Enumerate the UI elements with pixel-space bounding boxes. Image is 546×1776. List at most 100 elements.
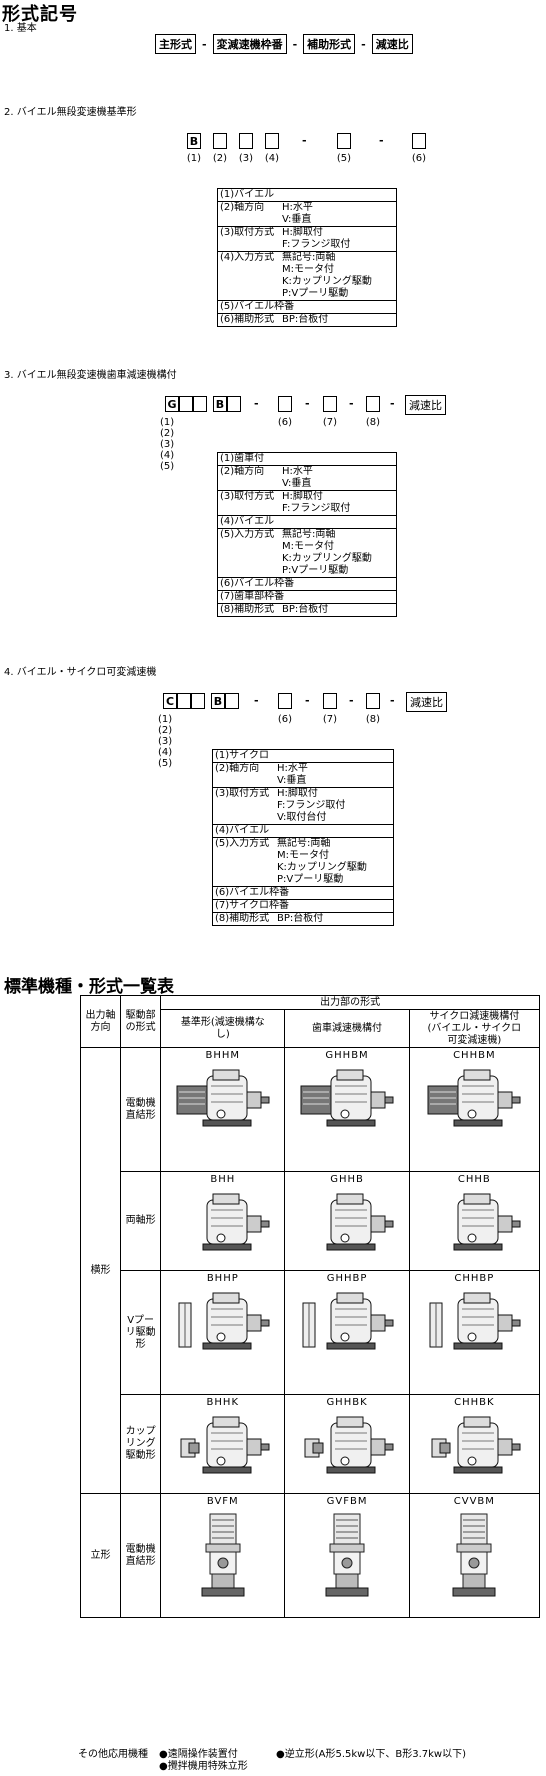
code-cell <box>412 133 426 149</box>
legend-key: (1)歯車付 <box>217 452 397 466</box>
code-label: (2) <box>212 153 228 164</box>
auxiliary-type-box: 補助形式 <box>303 34 356 54</box>
reduction-ratio-box: 減速比 <box>406 692 447 712</box>
footer-item: ●遠隔操作装置付 <box>159 1749 238 1760</box>
legend-row: (6)バイエル枠番 <box>212 886 394 900</box>
model-cell: GHHBK <box>284 1394 410 1494</box>
drive-type-line: カップ <box>125 1426 156 1437</box>
drive-type-line: 駆動形 <box>125 1450 156 1461</box>
horizontal-machine-image <box>326 1193 394 1251</box>
legend-value: V:垂直 <box>282 478 312 489</box>
legend-value: BP:台板付 <box>282 604 329 615</box>
dash: - <box>349 694 354 707</box>
legend-row: (7)歯車部枠番 <box>217 590 397 604</box>
code-cell <box>193 396 207 412</box>
legend-key: (6)補助形式 <box>217 313 280 327</box>
dash: - <box>305 694 310 707</box>
drive-type-line: 直結形 <box>125 1555 156 1567</box>
legend-value: F:フランジ取付 <box>282 239 351 250</box>
model-name: CVVBM <box>453 1496 495 1507</box>
model-name: CHHBP <box>454 1273 495 1284</box>
legend-key: (6)バイエル枠番 <box>212 886 394 900</box>
code-cell <box>366 693 380 709</box>
legend-value: H:脚取付 <box>282 227 323 238</box>
drive-type-line: 電動機 <box>125 1097 156 1109</box>
code-label: (1) <box>186 153 202 164</box>
model-cell: GHHBM <box>284 1047 410 1172</box>
legend-value: M:モータ付 <box>282 541 334 552</box>
standard-models-table: 出力軸方向 駆動部の形式 出力部の形式 基準形(減速機構なし) 歯車減速機構付 … <box>79 995 541 1618</box>
footer-label: その他応用機種 <box>78 1749 148 1760</box>
legend-key: (5)入力方式 <box>217 528 280 578</box>
code-cell <box>239 133 253 149</box>
model-name: BHHK <box>206 1397 240 1408</box>
legend-key: (6)バイエル枠番 <box>217 577 397 591</box>
legend-row: (5)バイエル枠番 <box>217 300 397 314</box>
model-name: GVFBM <box>326 1496 368 1507</box>
legend-key: (4)バイエル <box>217 515 397 529</box>
model-cell: CHHBK <box>408 1394 541 1494</box>
main-type-box: 主形式 <box>155 34 196 54</box>
code-label: (3) <box>238 153 254 164</box>
header-drive-type: 駆動部の形式 <box>120 995 162 1048</box>
legend-value: H:水平 <box>277 763 308 774</box>
drive-type: カップリング駆動形 <box>120 1394 162 1494</box>
dash: - <box>361 37 366 51</box>
code-cell: B <box>211 693 225 709</box>
code-cell <box>323 693 337 709</box>
footer-item: ●攪拌機用特殊立形 <box>159 1761 248 1772</box>
code-cell: G <box>165 396 179 412</box>
legend-key: (1)バイエル <box>217 188 397 202</box>
code-label: (5) <box>336 153 352 164</box>
basic-format-row: 主形式 - 変減速機枠番 - 補助形式 - 減速比 <box>155 34 413 54</box>
section-4-label: 4. バイエル・サイクロ可変減速機 <box>4 667 157 678</box>
standard-table-title: 標準機種・形式一覧表 <box>4 977 174 997</box>
group-horizontal: 横形 <box>79 1047 122 1494</box>
drive-type: Vプーリ駆動形 <box>120 1270 162 1395</box>
frame-number-box: 変減速機枠番 <box>212 34 287 54</box>
model-name: BHHM <box>205 1050 241 1061</box>
model-cell: CHHBM <box>408 1047 541 1172</box>
legend-value: P:Vプーリ駆動 <box>282 288 349 299</box>
legend-key: (7)歯車部枠番 <box>217 590 397 604</box>
dash: - <box>292 37 298 51</box>
dash: - <box>349 397 354 410</box>
dash: - <box>379 134 384 147</box>
model-cell: BHHM <box>160 1047 286 1172</box>
legend-row: (4)バイエル <box>212 824 394 838</box>
model-cell: CHHBP <box>408 1270 541 1395</box>
drive-type-line: リング <box>125 1438 156 1449</box>
model-cell: BHHP <box>160 1270 286 1395</box>
footer-item: ●逆立形(A形5.5kw以下、B形3.7kw以下) <box>276 1749 466 1760</box>
code-label: (8) <box>365 417 381 428</box>
code-label: (4) <box>264 153 280 164</box>
model-name: GHHB <box>330 1174 364 1185</box>
model-name: CHHB <box>457 1174 491 1185</box>
code-cell <box>366 396 380 412</box>
drive-type: 電動機直結形 <box>120 1047 162 1172</box>
legend-key: (3)取付方式 <box>217 226 280 252</box>
legend-key: (4)入力方式 <box>217 251 280 301</box>
code-cell <box>177 693 191 709</box>
model-name: CHHBM <box>453 1050 496 1061</box>
horizontal-machine-image <box>180 1416 270 1474</box>
model-cell: BVFM <box>160 1493 286 1618</box>
model-cell: BHH <box>160 1171 286 1271</box>
horizontal-machine-image <box>427 1069 521 1127</box>
code-label: (7) <box>322 417 338 428</box>
legend-key: (5)入力方式 <box>212 837 275 887</box>
legend-row: (4)バイエル <box>217 515 397 529</box>
code-cell <box>323 396 337 412</box>
